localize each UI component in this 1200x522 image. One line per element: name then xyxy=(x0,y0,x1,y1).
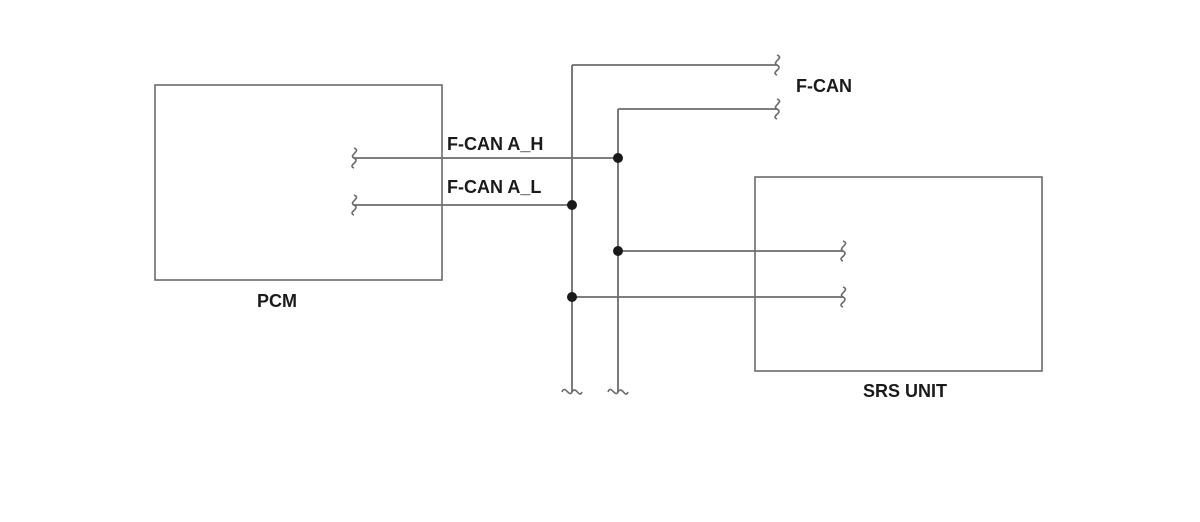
srs-unit-box xyxy=(754,176,1043,372)
pcm-a-l-break-icon xyxy=(351,194,358,216)
junction-dot-srs-high xyxy=(613,246,623,256)
fcan-a-h-label: F-CAN A_H xyxy=(447,134,543,154)
pcm-a-h-break-icon xyxy=(351,147,358,169)
junction-dot-a-h xyxy=(613,153,623,163)
junction-dot-srs-low xyxy=(567,292,577,302)
fcan-label: F-CAN xyxy=(796,76,852,96)
bottom-low-bus-break-icon xyxy=(561,388,583,395)
junction-dot-a-l xyxy=(567,200,577,210)
srs-high-break-icon xyxy=(840,240,847,262)
srs-unit-label: SRS UNIT xyxy=(863,381,947,401)
fcan-a-l-label: F-CAN A_L xyxy=(447,177,541,197)
pcm-box xyxy=(154,84,443,281)
pcm-label: PCM xyxy=(257,291,297,311)
top-low-wire-break-icon xyxy=(774,54,781,76)
srs-low-break-icon xyxy=(840,286,847,308)
top-high-wire-break-icon xyxy=(774,98,781,120)
bottom-high-bus-break-icon xyxy=(607,388,629,395)
